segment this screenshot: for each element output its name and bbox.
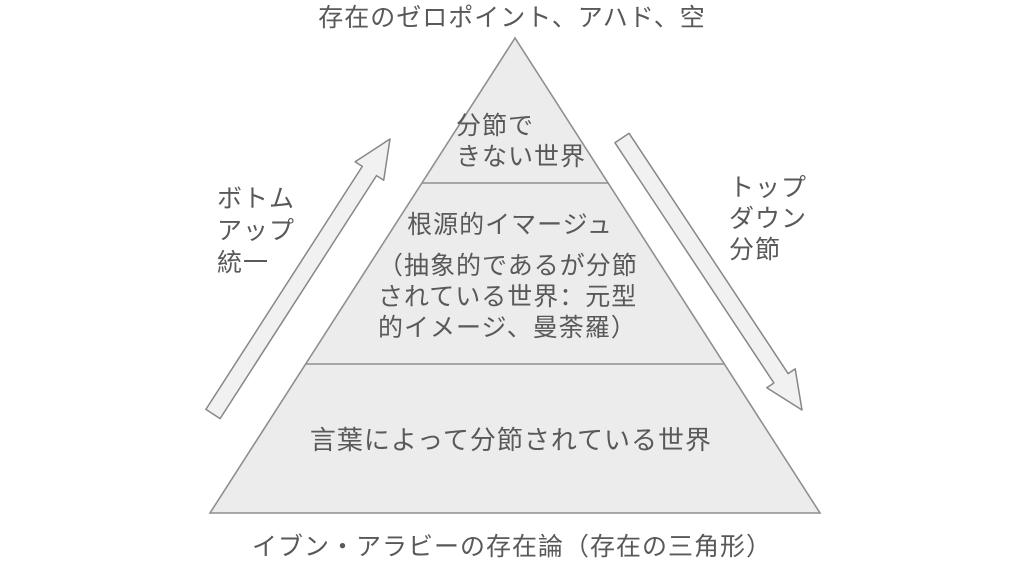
tier-middle-description: （抽象的であるが分節 されている世界：元型 的イメージ、曼荼羅）: [378, 252, 638, 342]
top-down-arrow-shape: [614, 133, 802, 411]
pyramid-triangle-outline: [208, 36, 822, 514]
bottom-up-arrow-outline: [205, 138, 391, 420]
tier-top-label: 分節で きない世界: [456, 112, 587, 171]
bottom-up-arrow-icon: [205, 138, 391, 420]
top-down-arrow-icon: [614, 132, 803, 411]
apex-caption: 存在のゼロポイント、アハド、空: [318, 4, 706, 32]
pyramid-triangle: [210, 38, 820, 513]
diagram-title-caption: イブン・アラビーの存在論（存在の三角形）: [251, 533, 772, 561]
top-down-arrow-label: トップ ダウン 分節: [729, 174, 808, 264]
tier-middle-title: 根源的イマージュ: [407, 211, 613, 239]
top-down-arrow-outline: [614, 132, 803, 411]
bottom-up-arrow-shape: [205, 139, 390, 419]
tier-bottom-label: 言葉によって分節されている世界: [309, 425, 713, 455]
bottom-up-arrow-label: ボトム アップ 統一: [217, 185, 296, 277]
